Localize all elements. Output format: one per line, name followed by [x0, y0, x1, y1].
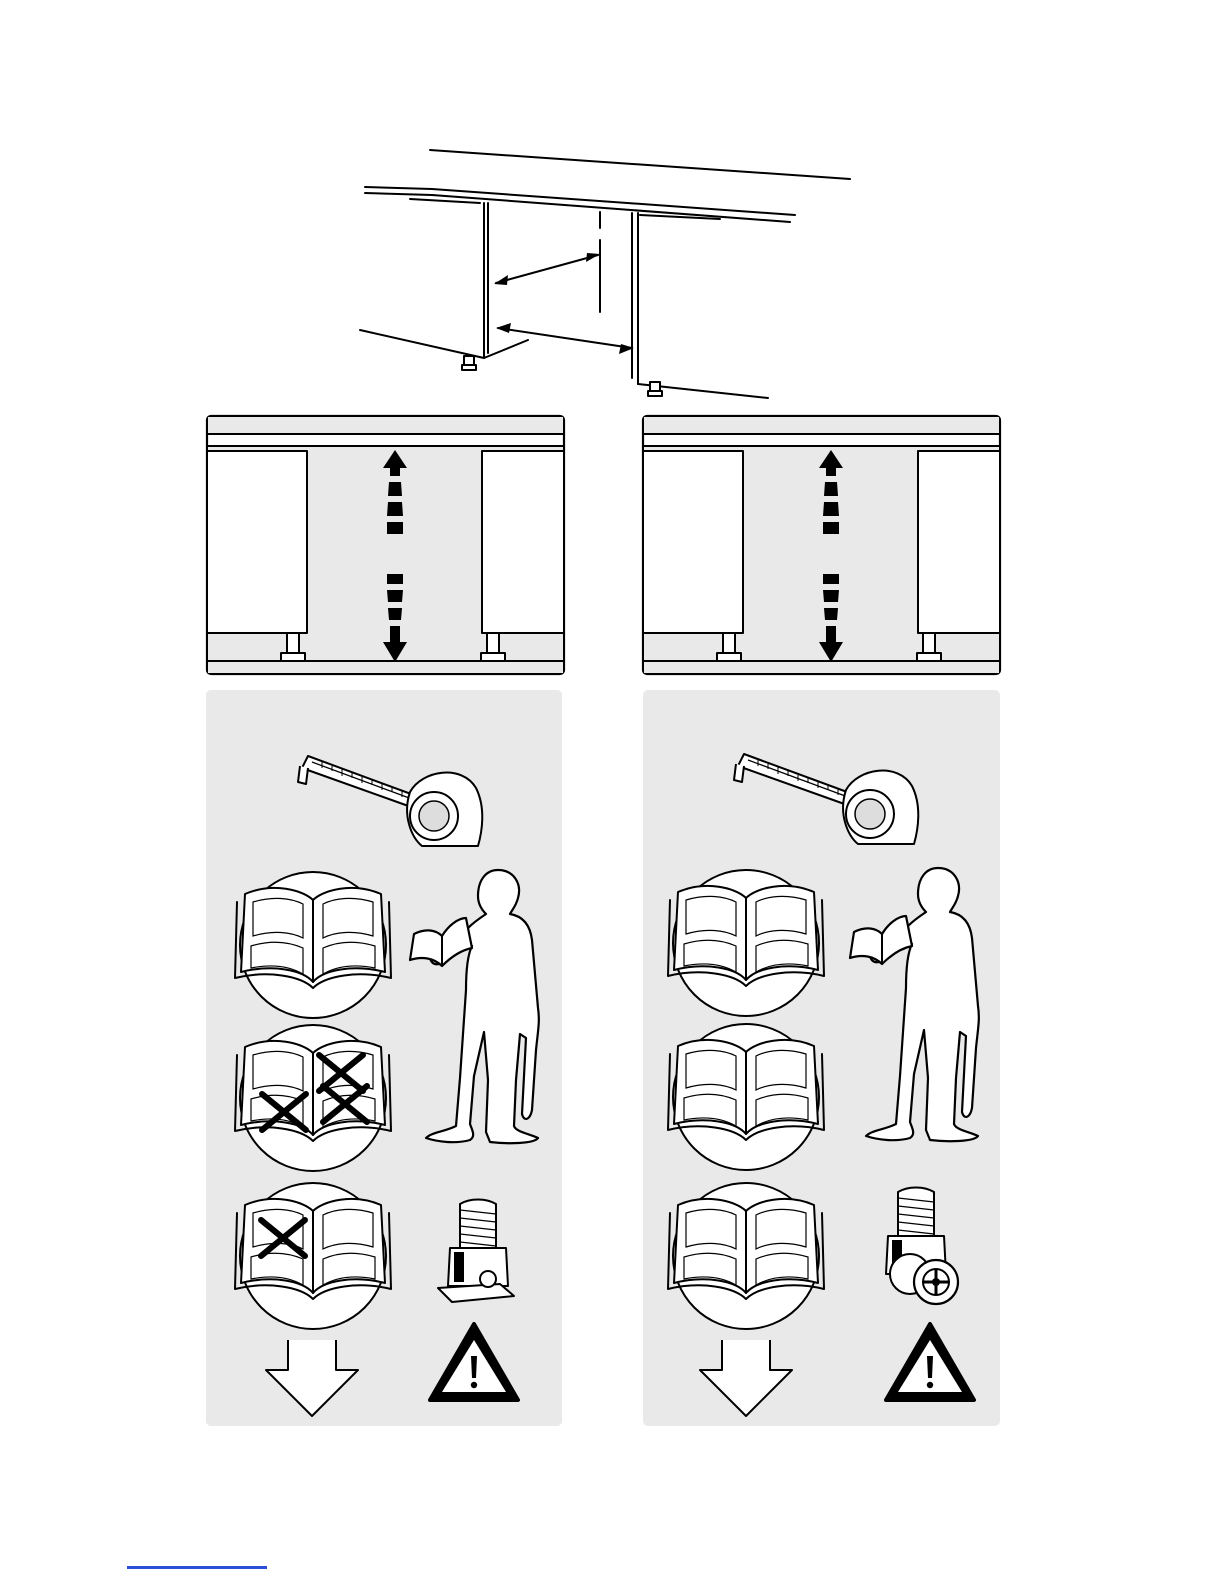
footer-link-underline[interactable] [127, 1566, 267, 1569]
left-cabinet-gap-frame [207, 416, 564, 674]
cabinet-gap-diagram [360, 150, 850, 398]
left-instruction-panel [206, 690, 562, 1426]
right-instruction-panel [643, 690, 1000, 1426]
right-cabinet-gap-frame [643, 416, 1000, 674]
